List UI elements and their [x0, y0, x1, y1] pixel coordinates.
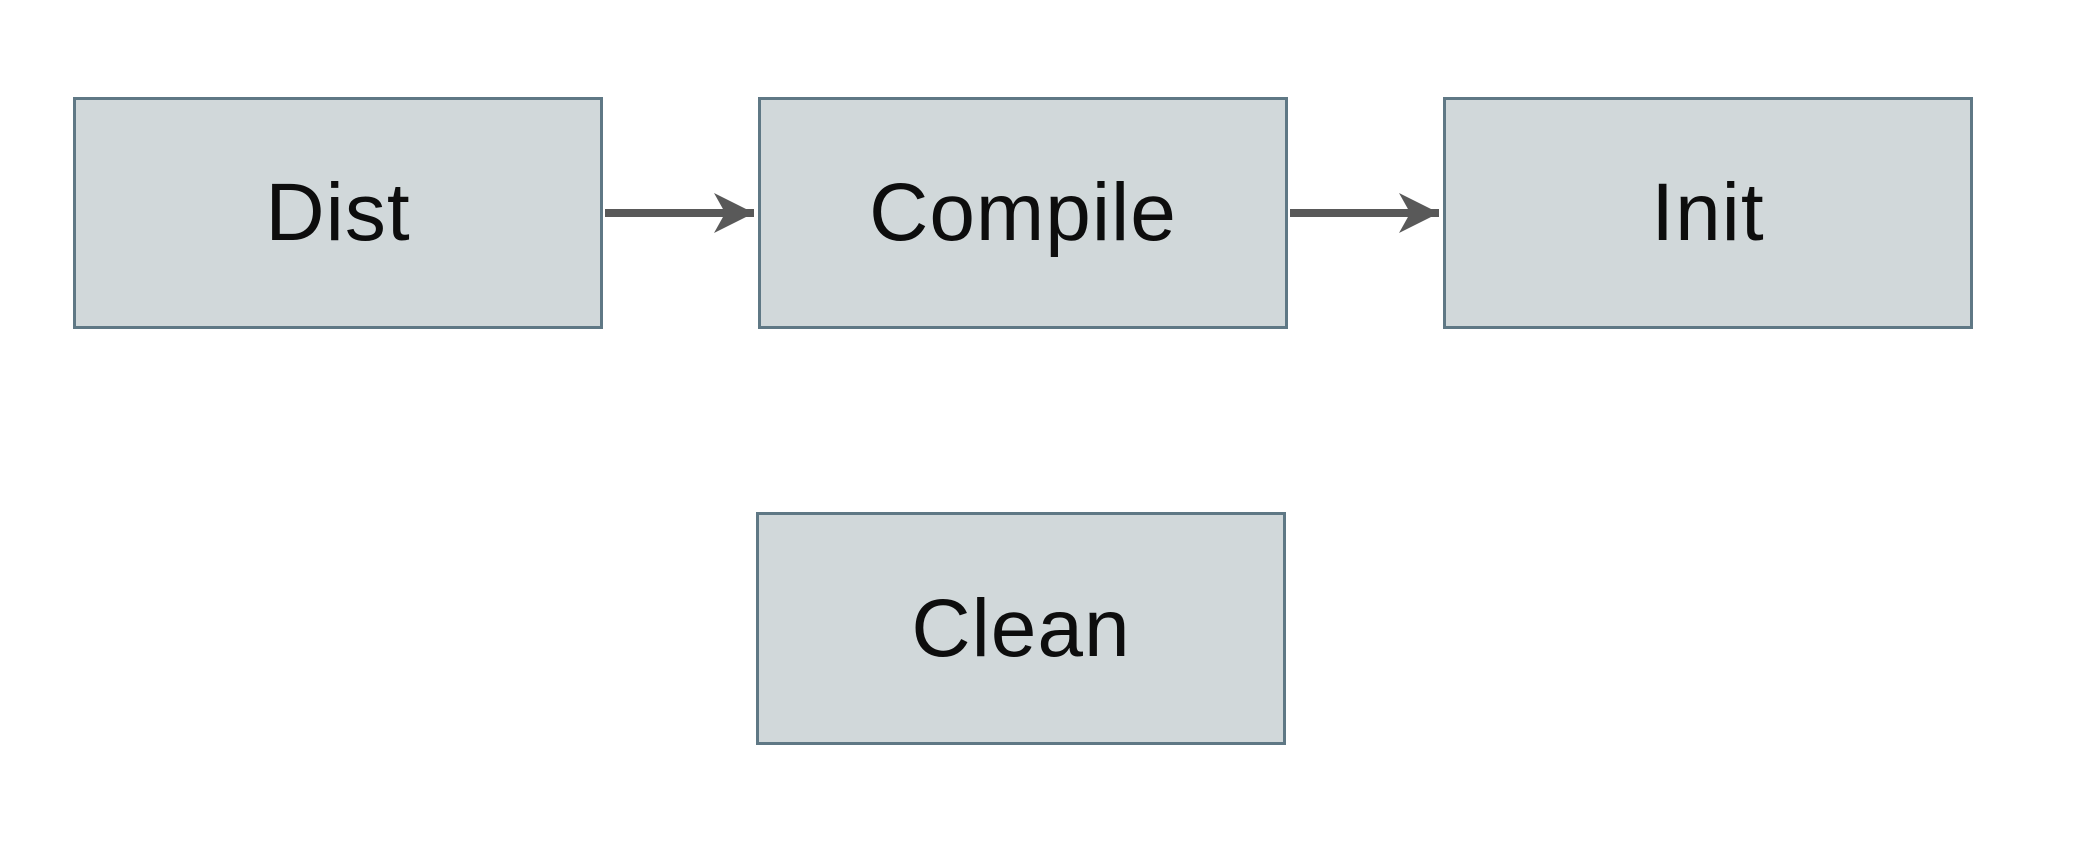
node-label: Init	[1651, 167, 1765, 258]
node-clean: Clean	[756, 512, 1286, 745]
node-label: Dist	[265, 167, 411, 258]
node-compile: Compile	[758, 97, 1288, 329]
node-dist: Dist	[73, 97, 603, 329]
node-label: Compile	[869, 167, 1177, 258]
node-label: Clean	[911, 582, 1131, 674]
node-init: Init	[1443, 97, 1973, 329]
